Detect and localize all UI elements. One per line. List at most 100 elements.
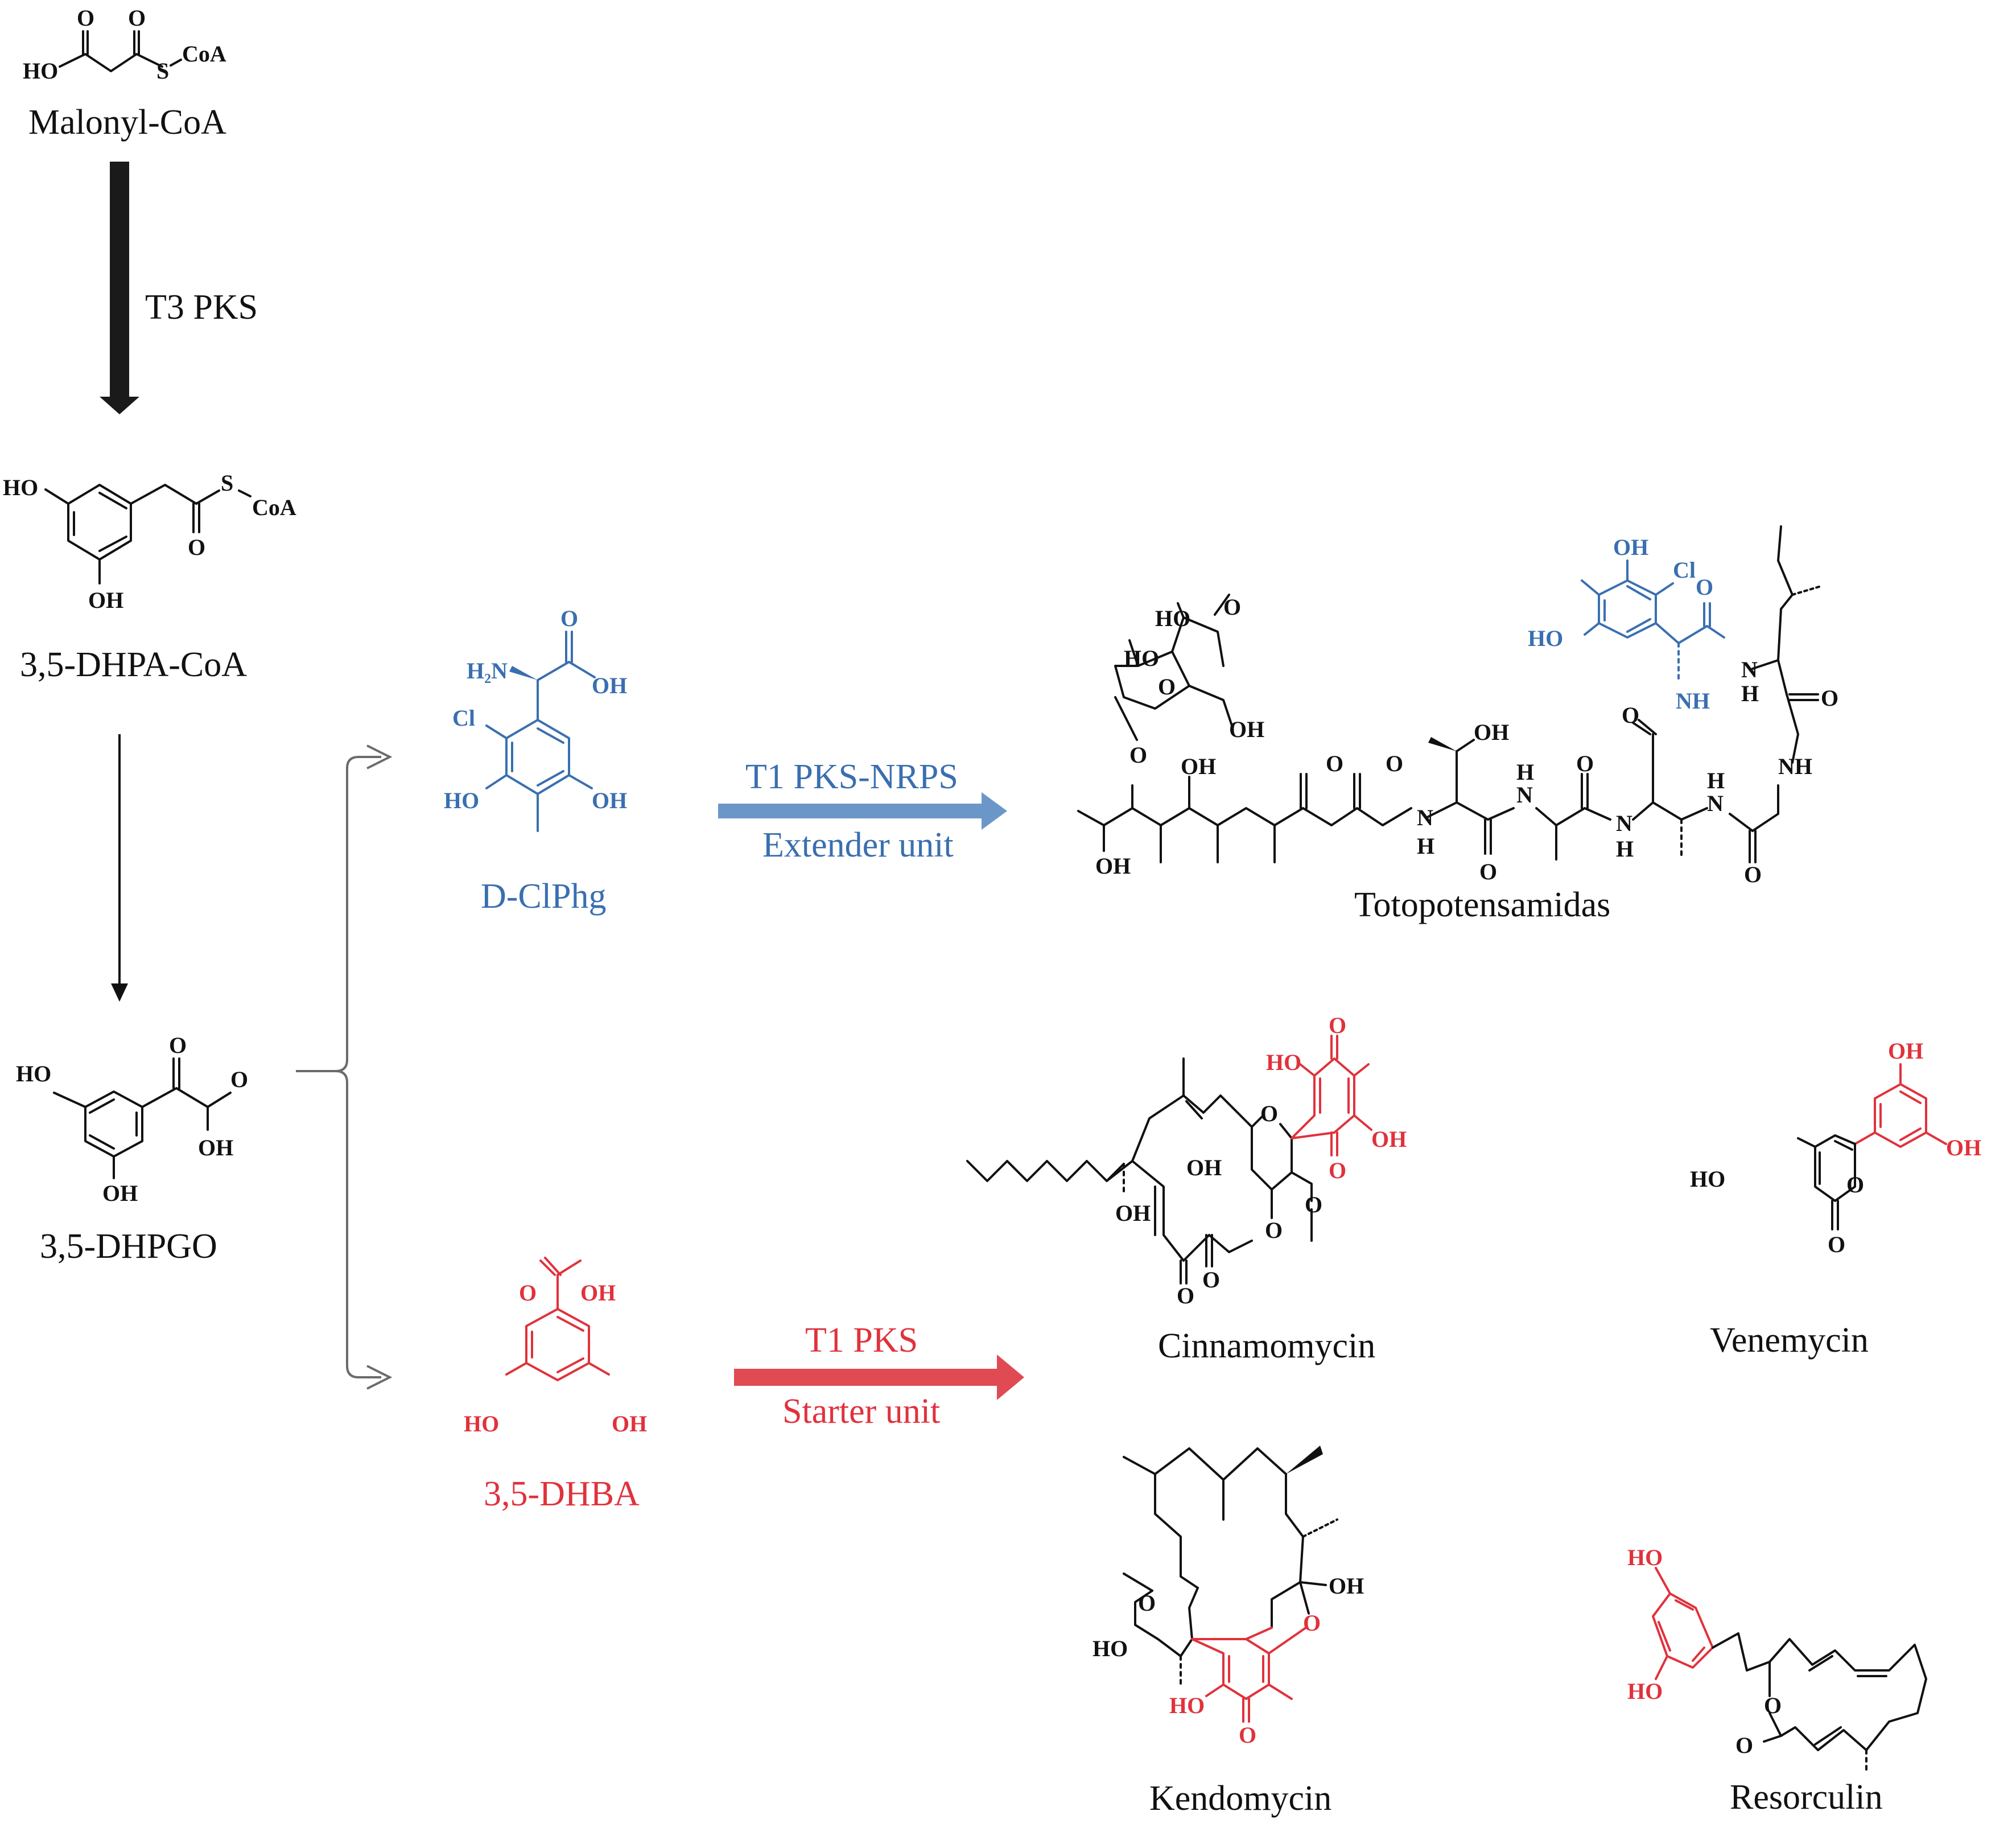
t3pks-arrow: [100, 162, 139, 414]
atom-label: O: [1177, 1283, 1194, 1308]
atom-label: HO: [23, 58, 58, 84]
atom-label: OH: [1181, 754, 1216, 779]
atom-label: OH: [1095, 853, 1131, 879]
atom-label: HO: [1155, 606, 1190, 631]
atom-label: HO: [1266, 1049, 1301, 1075]
t1pks-arrow: [734, 1355, 1024, 1400]
atom-label: N: [1707, 791, 1724, 816]
atom-label: OH: [1371, 1126, 1407, 1152]
atom-label: O: [1202, 1267, 1220, 1292]
atom-label: O: [1129, 742, 1147, 768]
compound-name-d-clphg: D-ClPhg: [481, 877, 606, 916]
atom-label: O: [1386, 751, 1403, 776]
step-label-t1pks-nrps: T1 PKS-NRPS: [745, 758, 958, 796]
atom-label: S: [156, 58, 169, 84]
atom-label: O: [1821, 685, 1838, 711]
atom-label: O: [1735, 1732, 1753, 1758]
atom-label: O: [1303, 1610, 1321, 1636]
atom-label: HO: [1092, 1636, 1128, 1661]
dhpgo-structure: HO OH OH O O: [16, 1032, 248, 1206]
compound-name-totopotensamidas: Totopotensamidas: [1354, 886, 1610, 924]
atom-label: O: [1329, 1012, 1346, 1038]
compound-name-kendomycin: Kendomycin: [1149, 1779, 1331, 1818]
atom-label: H: [1417, 833, 1434, 859]
step-sublabel-extender-unit: Extender unit: [762, 826, 954, 865]
atom-label: OH: [580, 1280, 616, 1306]
atom-label: O: [1479, 859, 1497, 884]
atom-label: H: [1741, 681, 1759, 706]
step-sublabel-starter-unit: Starter unit: [782, 1392, 940, 1431]
atom-label: HO: [1169, 1693, 1205, 1718]
compound-name-venemycin: Venemycin: [1710, 1321, 1869, 1360]
atom-label: O: [1622, 702, 1639, 728]
dhba-structure: O OH HO OH: [464, 1257, 647, 1436]
atom-label: HO: [1627, 1678, 1663, 1704]
atom-label: N: [1616, 810, 1632, 836]
atom-label: O: [1239, 1722, 1256, 1748]
atom-label: N: [1741, 657, 1758, 682]
step-label-t1pks: T1 PKS: [805, 1321, 918, 1360]
kendomycin-structure: O HO OH O HO O: [1092, 1446, 1364, 1748]
atom-label: OH: [88, 587, 123, 613]
atom-label: OH: [612, 1411, 647, 1436]
atom-label: OH: [1229, 717, 1264, 742]
atom-label: HO: [1528, 625, 1563, 651]
atom-label: HO: [444, 788, 479, 813]
atom-label: O: [1764, 1693, 1782, 1718]
resorculin-structure: HO HO O O: [1627, 1545, 1927, 1771]
atom-label: HO: [464, 1411, 499, 1436]
atom-label: O: [1744, 862, 1762, 887]
atom-label: S: [221, 470, 233, 496]
conversion-arrow: [111, 734, 128, 1002]
atom-label: O: [1828, 1232, 1845, 1257]
atom-label: HO: [1690, 1166, 1725, 1192]
compound-name-dhpgo: 3,5-DHPGO: [40, 1227, 217, 1266]
atom-label: HO: [1627, 1545, 1663, 1570]
atom-label: O: [1158, 674, 1176, 699]
atom-label: O: [1326, 751, 1343, 776]
atom-label: OH: [592, 788, 627, 813]
atom-label: O: [1696, 574, 1713, 600]
atom-label: N: [1516, 782, 1533, 808]
atom-label: OH: [1474, 719, 1509, 745]
atom-label: CoA: [182, 41, 226, 67]
branch-brace: [296, 744, 393, 1390]
atom-label: O: [77, 5, 94, 31]
atom-label: O: [1138, 1590, 1156, 1616]
malonyl-coa-structure: O O HO S CoA: [23, 5, 226, 84]
cinnamomycin-structure: O HO OH O O OH OH O O O O: [966, 1012, 1407, 1308]
atom-label: HO: [16, 1061, 51, 1086]
atom-label: OH: [1329, 1573, 1364, 1599]
atom-label: OH: [198, 1135, 233, 1160]
atom-label: O: [230, 1067, 248, 1092]
atom-label: O: [1846, 1172, 1864, 1197]
atom-label: OH: [1186, 1155, 1222, 1180]
dhpa-coa-structure: HO OH S CoA O: [3, 470, 296, 613]
compound-name-malonyl-coa: Malonyl-CoA: [28, 103, 226, 142]
atom-label: O: [1265, 1217, 1283, 1243]
compound-name-dhba: 3,5-DHBA: [484, 1475, 640, 1513]
atom-label: HO: [3, 475, 38, 500]
step-label-t3pks: T3 PKS: [145, 288, 258, 327]
atom-label: OH: [102, 1180, 138, 1206]
atom-label: O: [519, 1280, 537, 1306]
atom-label: NH: [1676, 688, 1710, 714]
atom-label: H: [1707, 768, 1725, 793]
compound-name-cinnamomycin: Cinnamomycin: [1158, 1327, 1375, 1365]
atom-label: H: [1516, 759, 1534, 785]
totopotensamidas-structure: HO O HO O OH O OH OH O O N H OH O N H O …: [1077, 525, 1838, 887]
atom-label: N: [1417, 805, 1433, 830]
atom-label: OH: [592, 673, 627, 698]
atom-label: O: [1260, 1101, 1278, 1126]
atom-label: H₂N: [467, 658, 508, 684]
t1pks-nrps-arrow: [718, 792, 1007, 830]
compound-name-resorculin: Resorculin: [1730, 1778, 1883, 1817]
atom-label: NH: [1778, 754, 1812, 779]
atom-label: O: [560, 606, 578, 631]
atom-label: O: [169, 1032, 187, 1058]
atom-label: O: [1223, 594, 1241, 620]
d-clphg-structure: O H₂N OH Cl HO OH: [444, 606, 627, 832]
atom-label: O: [128, 5, 146, 31]
atom-label: O: [1329, 1158, 1346, 1183]
